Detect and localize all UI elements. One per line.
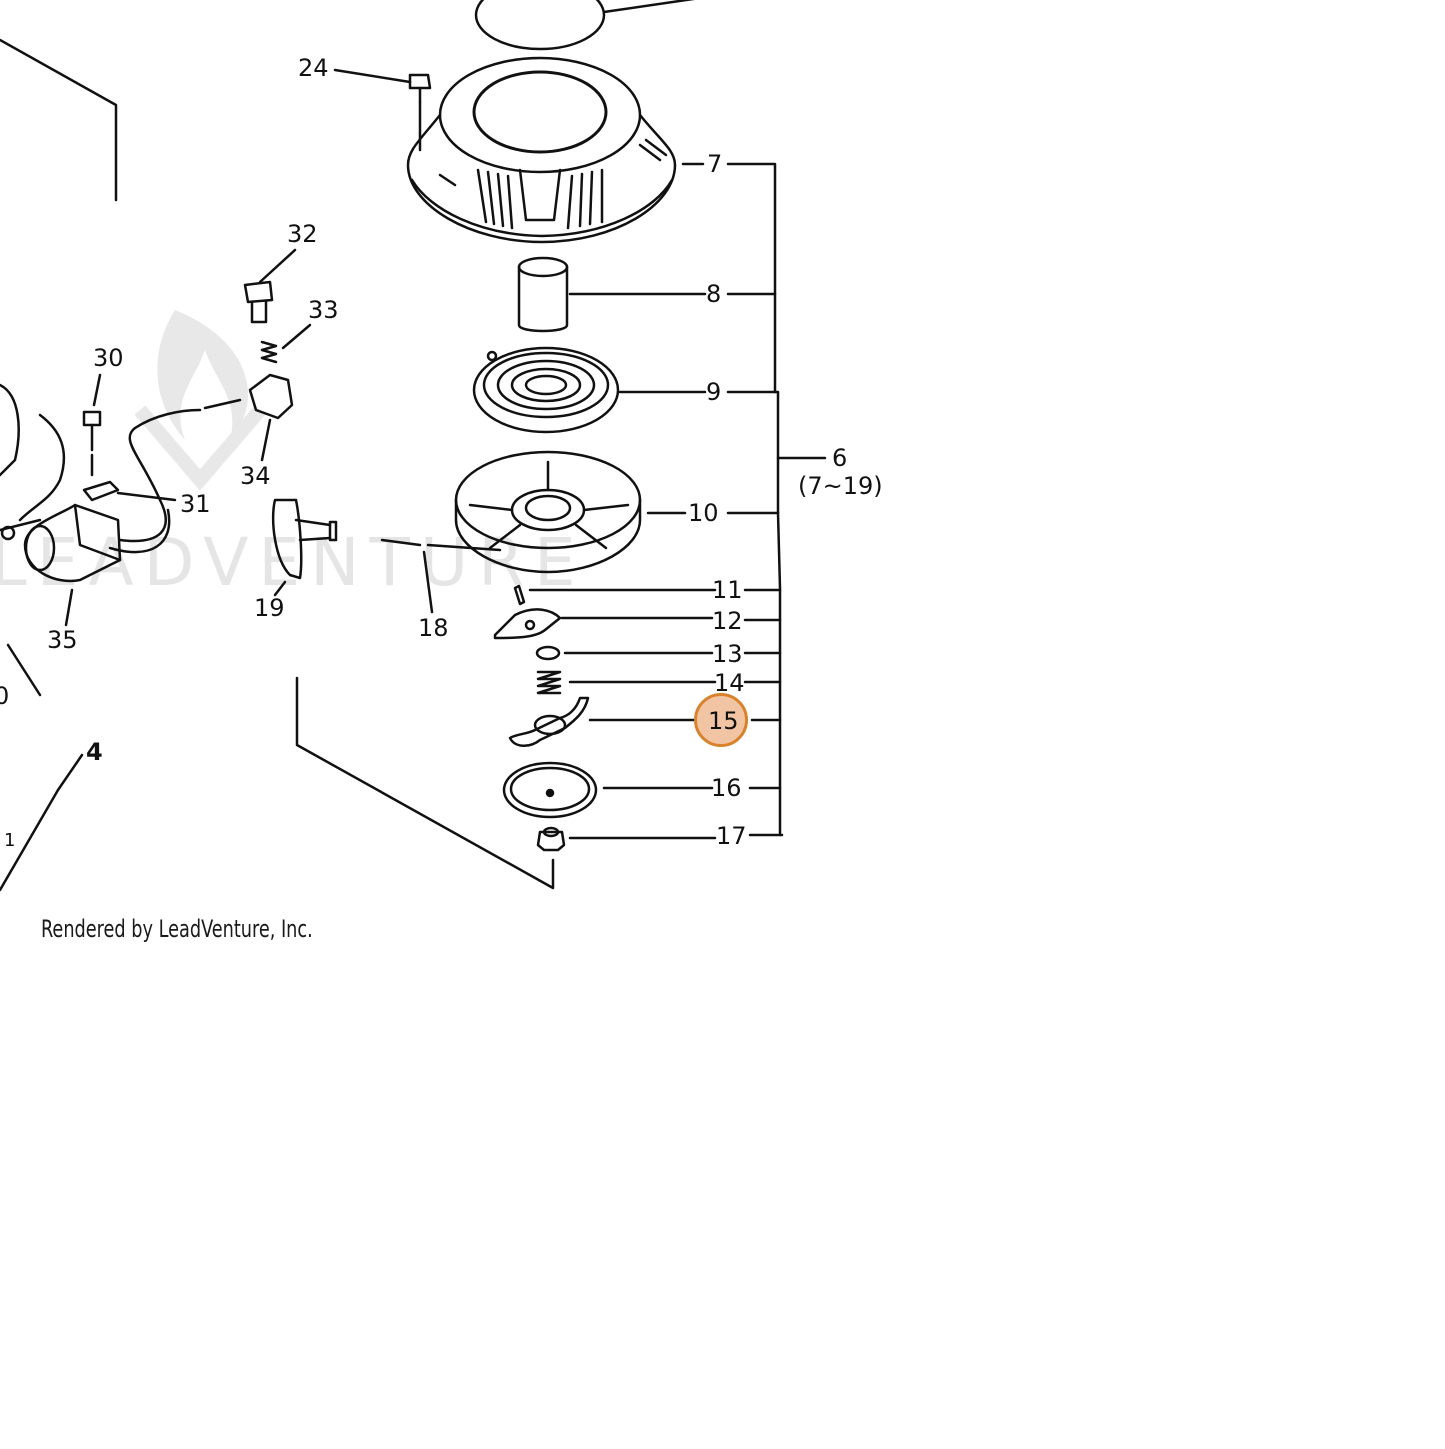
part-7-starter-case [406, 56, 677, 244]
callout-30: 30 [93, 344, 124, 372]
part-14-spring [536, 670, 717, 695]
callout-7: 7 [707, 150, 722, 178]
render-credit: Rendered by LeadVenture, Inc. [41, 915, 313, 943]
callout-35: 35 [47, 626, 78, 654]
part-9-spiral-spring [472, 346, 707, 434]
part-35-ignition-coil [0, 383, 202, 627]
part-30-screw [82, 373, 102, 477]
part-31-connector [82, 480, 177, 502]
callout-9: 9 [706, 378, 721, 406]
callout-33: 33 [308, 296, 339, 324]
part-33-spring [260, 323, 312, 364]
highlight-marker-15[interactable] [694, 693, 748, 747]
watermark-text: LEADVENTURE [0, 524, 586, 601]
callout-19: 19 [254, 594, 285, 622]
part-top-gasket [474, 0, 606, 51]
callout-0-partial: 0 [0, 682, 9, 710]
part-12-ratchet [493, 608, 714, 640]
callout-10: 10 [688, 499, 719, 527]
callout-14: 14 [714, 669, 745, 697]
callout-4: 4 [86, 738, 103, 766]
callout-17: 17 [716, 822, 747, 850]
part-11-pin [513, 584, 717, 606]
callout-1-partial: 1 [4, 830, 15, 851]
group-6-bracket [681, 162, 827, 837]
part-15-ratchet-guide [508, 696, 697, 747]
part-32-spark-plug [243, 248, 297, 324]
part-19-handle [271, 498, 338, 597]
callout-16: 16 [711, 774, 742, 802]
callout-34: 34 [240, 462, 271, 490]
callout-31: 31 [180, 490, 211, 518]
callout-labels: 24 7 32 8 33 30 9 6 (7~19) 34 31 10 19 1… [0, 54, 883, 851]
part-10-pulley [454, 450, 687, 574]
callout-6-range: (7~19) [798, 472, 883, 500]
part-17-nut [536, 826, 717, 852]
callout-12: 12 [712, 607, 743, 635]
part-16-plate [502, 761, 714, 819]
part-24-bolt [333, 68, 432, 152]
part-8-collar [517, 256, 707, 333]
watermark: LEADVENTURE [0, 310, 586, 601]
part-34-plug-cap [203, 373, 294, 462]
callout-18: 18 [418, 614, 449, 642]
callout-32: 32 [287, 220, 318, 248]
callout-24: 24 [298, 54, 329, 82]
part-13-washer [535, 645, 714, 661]
callout-13: 13 [712, 640, 743, 668]
callout-6: 6 [832, 444, 847, 472]
part-18-rope [380, 538, 502, 614]
callout-11: 11 [712, 576, 743, 604]
callout-8: 8 [706, 280, 721, 308]
